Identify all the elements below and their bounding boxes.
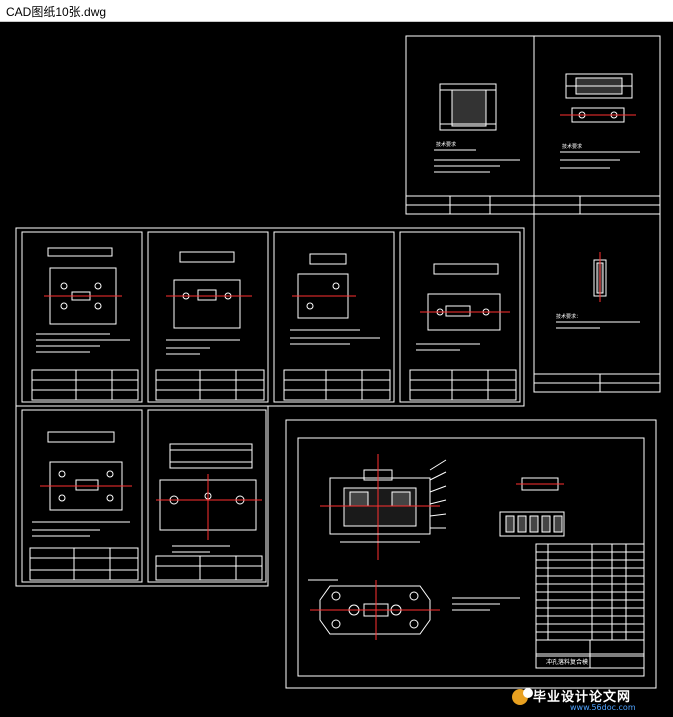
- watermark-url: www.56doc.com: [570, 703, 636, 712]
- part-sheet-1: [21, 231, 143, 403]
- part-sheet-5: [21, 409, 143, 583]
- part-sheet-2: [147, 231, 269, 403]
- window-title: CAD图纸10张.dwg: [6, 5, 107, 19]
- assembly-sheet: [285, 419, 657, 689]
- part-sheet-6: [147, 409, 267, 583]
- part-sheet-3: [273, 231, 395, 403]
- part-sheet-4: [399, 231, 521, 403]
- watermark-logo: [512, 688, 533, 705]
- tech-req-label-1: 技术要求: [436, 141, 456, 148]
- sheet-row2-outer: [15, 405, 269, 587]
- sheet-row1-outer: [15, 227, 525, 407]
- sheet-top-left-part: [405, 35, 535, 215]
- tech-req-label-2: 技术要求: [562, 143, 582, 150]
- assembly-title: 冲孔落料复合模: [546, 658, 588, 666]
- sheet-top-right-part: [533, 35, 661, 215]
- tech-req-label-3: 技术要求：: [556, 313, 581, 320]
- watermark-text: 毕业设计论文网: [533, 690, 632, 705]
- sheet-right-middle-part: [533, 213, 661, 393]
- title-bar: CAD图纸10张.dwg: [0, 0, 673, 22]
